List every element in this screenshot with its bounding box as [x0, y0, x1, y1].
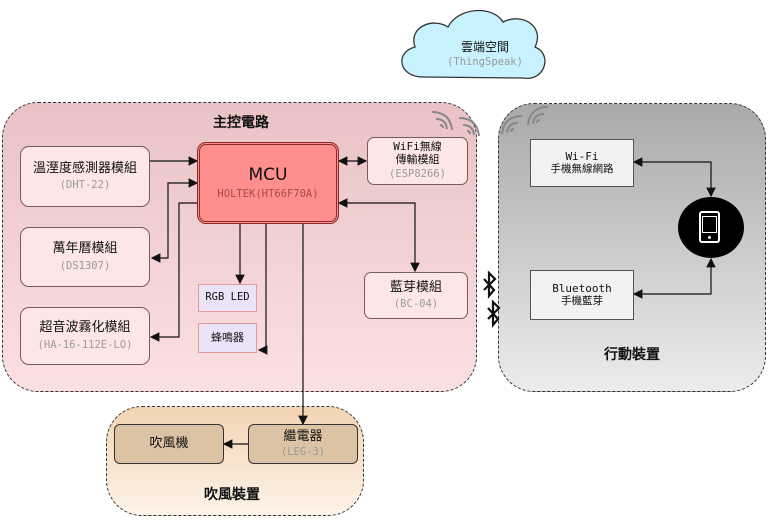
mobile-wifi-box: Wi-Fi 手機無線網路	[530, 139, 634, 187]
cloud-label: 雲端空間 (ThingSpeak)	[430, 38, 540, 72]
wifi-module-model: (ESP8266)	[389, 167, 446, 180]
calendar-model: (DS1307)	[59, 259, 111, 272]
bluetooth-module-model: (BC-04)	[393, 298, 439, 311]
calendar-module: 萬年曆模組 (DS1307)	[20, 227, 150, 287]
mobile-wifi-name: Wi-Fi	[565, 149, 599, 163]
rgb-led-name: RGB LED	[205, 291, 250, 304]
buzzer-module: 蜂鳴器	[198, 323, 257, 353]
mobile-device-title: 行動裝置	[604, 347, 660, 363]
main-circuit-title: 主控電路	[213, 115, 269, 131]
smartphone-icon	[678, 197, 744, 258]
mobile-wifi-sub: 手機無線網路	[550, 163, 614, 176]
bluetooth-module: 藍芽模組 (BC-04)	[364, 272, 468, 319]
cloud-subtitle: (ThingSpeak)	[447, 56, 523, 69]
rgb-led-module: RGB LED	[198, 284, 257, 312]
mobile-bluetooth-box: Bluetooth 手機藍芽	[530, 270, 634, 320]
cloud-title: 雲端空間	[460, 40, 509, 55]
bluetooth-icon	[483, 270, 501, 329]
cloud-shape	[401, 9, 546, 79]
wifi-module-name2: 傳輸模組	[395, 152, 440, 166]
mcu-name: MCU	[248, 164, 288, 185]
wireless-signal-icons	[431, 106, 549, 137]
mcu-model: HOLTEK(HT66F70A)	[217, 188, 319, 201]
ultrasonic-module: 超音波霧化模組 (HA-16-112E-LO)	[20, 307, 150, 365]
relay-box: 繼電器 (LEG-3)	[248, 424, 358, 464]
temp-humidity-module: 溫溼度感測器模組 (DHT-22)	[20, 146, 150, 207]
mcu-block: MCU HOLTEK(HT66F70A)	[197, 142, 339, 224]
temp-humidity-model: (DHT-22)	[59, 179, 111, 192]
ultrasonic-model: (HA-16-112E-LO)	[37, 338, 133, 351]
buzzer-name: 蜂鳴器	[211, 331, 244, 345]
bluetooth-module-name: 藍芽模組	[389, 279, 442, 295]
wifi-module: WiFi無線 傳輸模組 (ESP8266)	[367, 137, 468, 185]
temp-humidity-name: 溫溼度感測器模組	[32, 160, 137, 176]
relay-name: 繼電器	[283, 428, 323, 444]
mobile-bluetooth-sub: 手機藍芽	[561, 295, 603, 308]
calendar-name: 萬年曆模組	[52, 241, 118, 257]
fan-name: 吹風機	[149, 435, 189, 451]
blower-title: 吹風裝置	[204, 487, 260, 503]
relay-model: (LEG-3)	[280, 446, 326, 459]
wifi-module-name: WiFi無線	[393, 140, 442, 154]
ultrasonic-name: 超音波霧化模組	[39, 320, 131, 336]
fan-box: 吹風機	[114, 424, 224, 464]
mobile-bluetooth-name: Bluetooth	[552, 281, 612, 295]
